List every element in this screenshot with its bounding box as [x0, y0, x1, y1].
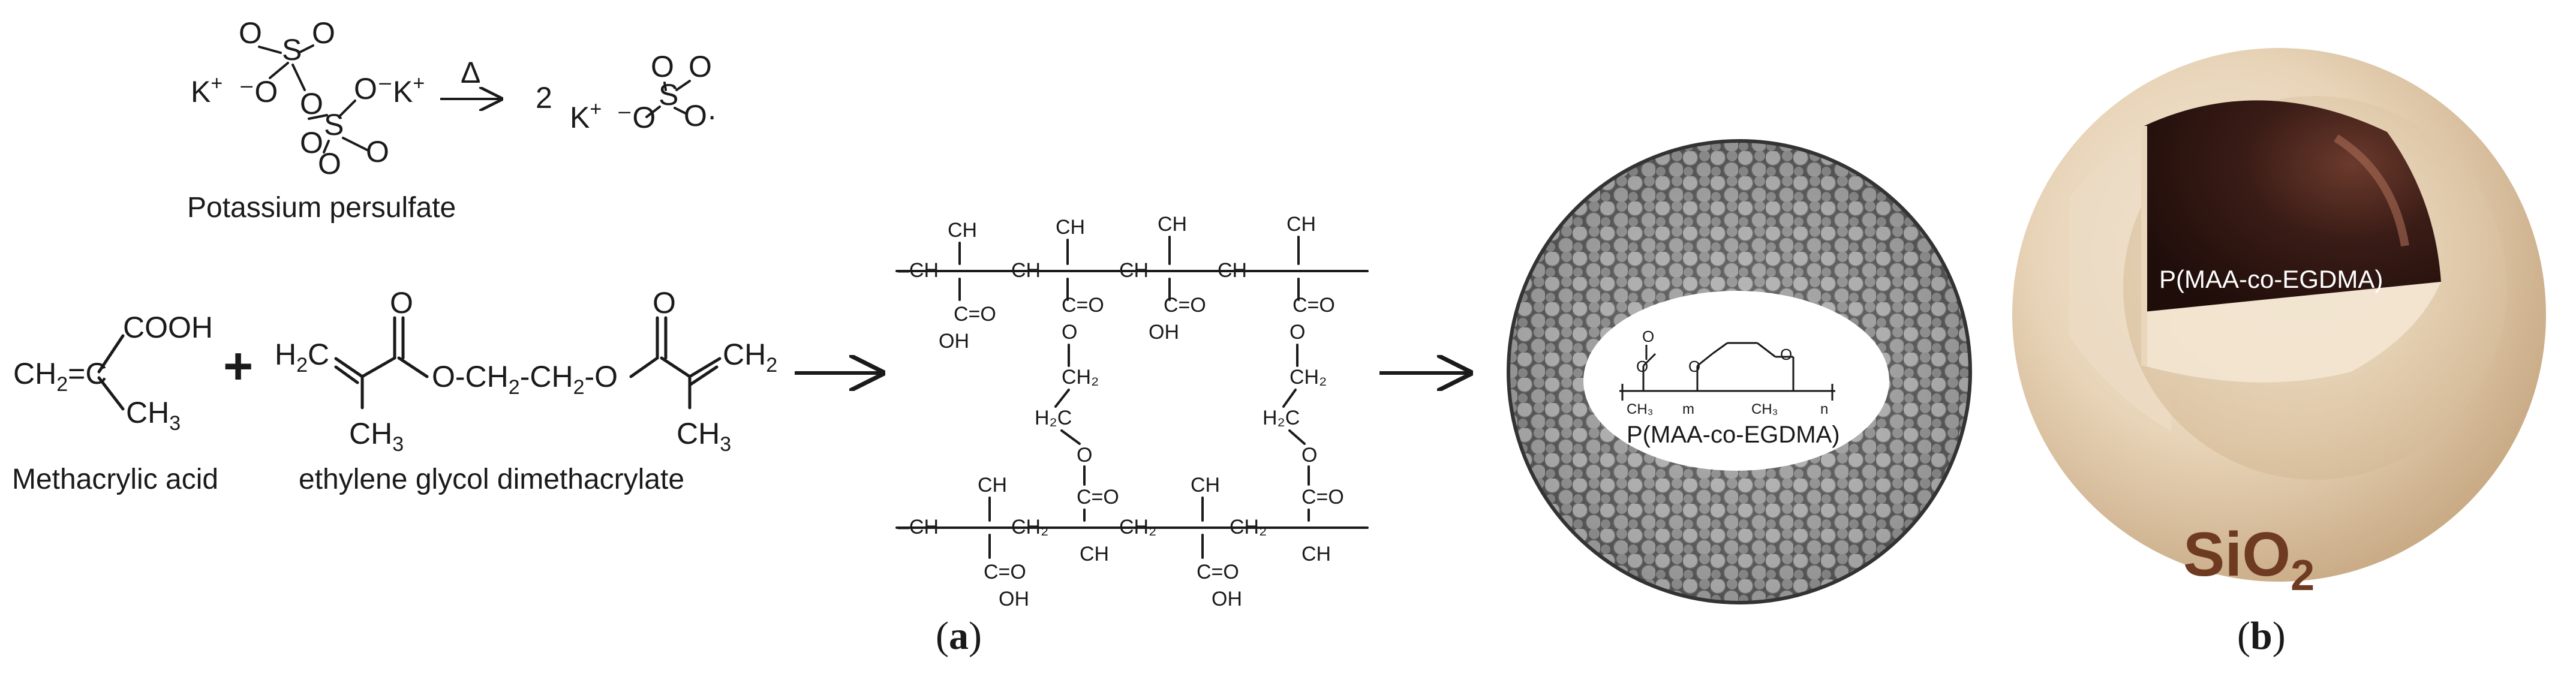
net-link-o-b: O: [1301, 444, 1317, 467]
maa-ch3: CH3: [126, 396, 181, 435]
sem-inset: [1583, 291, 1889, 471]
persulfate-o-minus-left: ⁻O: [239, 75, 278, 109]
sem-mini-o-1: O: [1642, 327, 1654, 345]
persulfate-k-left: K+: [191, 72, 223, 109]
sem-mini-n: n: [1820, 401, 1828, 417]
net-bot-ch3-2: CH: [1191, 474, 1220, 497]
net-link-ch2-a: CH₂: [1062, 366, 1099, 389]
net-top-ch3-3: CH: [1158, 213, 1187, 236]
net-top-ester-1: C=O: [1062, 294, 1104, 317]
core-shell-sphere: P(MAA-co-EGDMA) SiO2: [2012, 48, 2546, 600]
net-bot-acid-2: C=O: [1197, 561, 1239, 583]
net-bot-ch2-1: –CH: [898, 516, 939, 538]
persulfate-o2: O: [312, 16, 335, 50]
sem-mini-ch3-2: CH₃: [1751, 401, 1778, 417]
net-bot-ch3-3: CH: [1080, 543, 1109, 565]
sem-mini-m: m: [1682, 401, 1694, 417]
egdma-o-carbonyl-left: O: [390, 286, 413, 320]
monomer1-name: Methacrylic acid: [12, 464, 218, 495]
net-top-ch2-1: –CH: [898, 259, 939, 282]
net-top-acid-2: C=O: [1164, 294, 1206, 317]
initiator-name: Potassium persulfate: [187, 192, 456, 224]
shell-label: SiO2: [2183, 520, 2315, 600]
persulfate-o5: O: [318, 147, 341, 180]
plus-sign: +: [223, 338, 253, 395]
persulfate-o6: O: [366, 135, 389, 169]
sem-polymer-label: P(MAA-co-EGDMA): [1627, 422, 1840, 448]
net-top-o-2: O: [1289, 321, 1305, 344]
egdma-group: H2C CH3 O O-CH2-CH2-O O CH2 CH3 ethylene…: [275, 286, 777, 495]
persulfate-s2: S: [324, 108, 344, 142]
core-label: P(MAA-co-EGDMA): [2159, 265, 2383, 293]
net-link-h2c-b: H₂C: [1263, 407, 1300, 429]
net-link-h2c-a: H₂C: [1035, 407, 1072, 429]
net-bot-ch2-2: CH₂: [1011, 516, 1048, 538]
egdma-h2c: H2C: [275, 338, 329, 377]
sem-mini-o-3: O: [1688, 357, 1700, 375]
egdma-ch3-right: CH3: [677, 417, 731, 456]
persulfate-group: K+ ⁻O S O O O O S O⁻ O O K+ Δ 2 K+ ⁻O S …: [187, 16, 717, 224]
net-top-oh-1: OH: [939, 330, 969, 353]
caption-a: (a): [936, 614, 982, 658]
persulfate-o4: O: [300, 126, 323, 160]
net-bot-ch3-4: CH: [1301, 543, 1331, 565]
sem-mini-ch3-1: CH₃: [1627, 401, 1653, 417]
radical-o-top: O: [651, 50, 674, 83]
net-bot-ch3-1: CH: [978, 474, 1007, 497]
radical-k: K+: [570, 98, 602, 134]
radical-coefficient: 2: [536, 81, 552, 115]
egdma-o-carbonyl-right: O: [653, 286, 676, 320]
net-top-ch2-4: CH: [1218, 259, 1247, 282]
net-link-o-a: O: [1077, 444, 1092, 467]
net-top-ch3-1: CH: [948, 219, 977, 242]
maa-ch2: CH2=C: [13, 357, 107, 396]
sem-mini-o-2: O: [1636, 357, 1648, 375]
heat-symbol: Δ: [461, 56, 480, 89]
persulfate-o-minus-right: O⁻: [354, 72, 393, 106]
net-bot-ester-2: C=O: [1301, 486, 1344, 509]
egdma-ch3-left: CH3: [349, 417, 404, 456]
polymer-network: –CH CH CH CH CH CH CH CH C=O OH C=O O C=…: [895, 213, 1369, 610]
persulfate-o1: O: [239, 16, 262, 50]
caption-b: (b): [2237, 614, 2286, 658]
polymer-core: [2144, 100, 2441, 312]
maa-cooh: COOH: [123, 311, 213, 344]
net-top-oh-2: OH: [1149, 321, 1179, 344]
net-bot-oh-1: OH: [999, 588, 1029, 610]
sem-image: O O O O CH₃ m CH₃ n P(MAA-co-EGDMA): [1507, 139, 1972, 604]
net-bot-acid-1: C=O: [984, 561, 1026, 583]
methacrylic-acid-group: COOH CH2=C CH3 Methacrylic acid: [12, 311, 218, 495]
radical-o-dot: O·: [684, 99, 717, 133]
egdma-chain: O-CH2-CH2-O: [432, 360, 618, 399]
net-bot-ch2-4: CH₂: [1230, 516, 1267, 538]
net-bot-ester-1: C=O: [1077, 486, 1119, 509]
net-top-acid-1: C=O: [954, 303, 996, 326]
net-link-ch2-b: CH₂: [1289, 366, 1327, 389]
net-top-ch3-2: CH: [1056, 216, 1085, 239]
net-top-ch3-4: CH: [1287, 213, 1316, 236]
monomer2-name: ethylene glycol dimethacrylate: [299, 464, 684, 495]
radical-s: S: [659, 78, 678, 112]
net-top-ester-2: C=O: [1292, 294, 1335, 317]
net-top-ch2-3: CH: [1119, 259, 1149, 282]
net-top-o-1: O: [1062, 321, 1077, 344]
radical-o-minus: ⁻O: [617, 101, 656, 134]
net-top-ch2-2: CH: [1011, 259, 1041, 282]
radical-o-top2: O: [689, 50, 712, 83]
net-bot-ch2-3: CH₂: [1119, 516, 1156, 538]
sem-mini-o-4: O: [1780, 345, 1792, 363]
persulfate-s1: S: [282, 33, 302, 67]
egdma-ch2-right: CH2: [723, 338, 777, 377]
persulfate-o3: O: [300, 87, 323, 121]
persulfate-k-right: K+: [393, 72, 425, 109]
net-bot-oh-2: OH: [1212, 588, 1242, 610]
